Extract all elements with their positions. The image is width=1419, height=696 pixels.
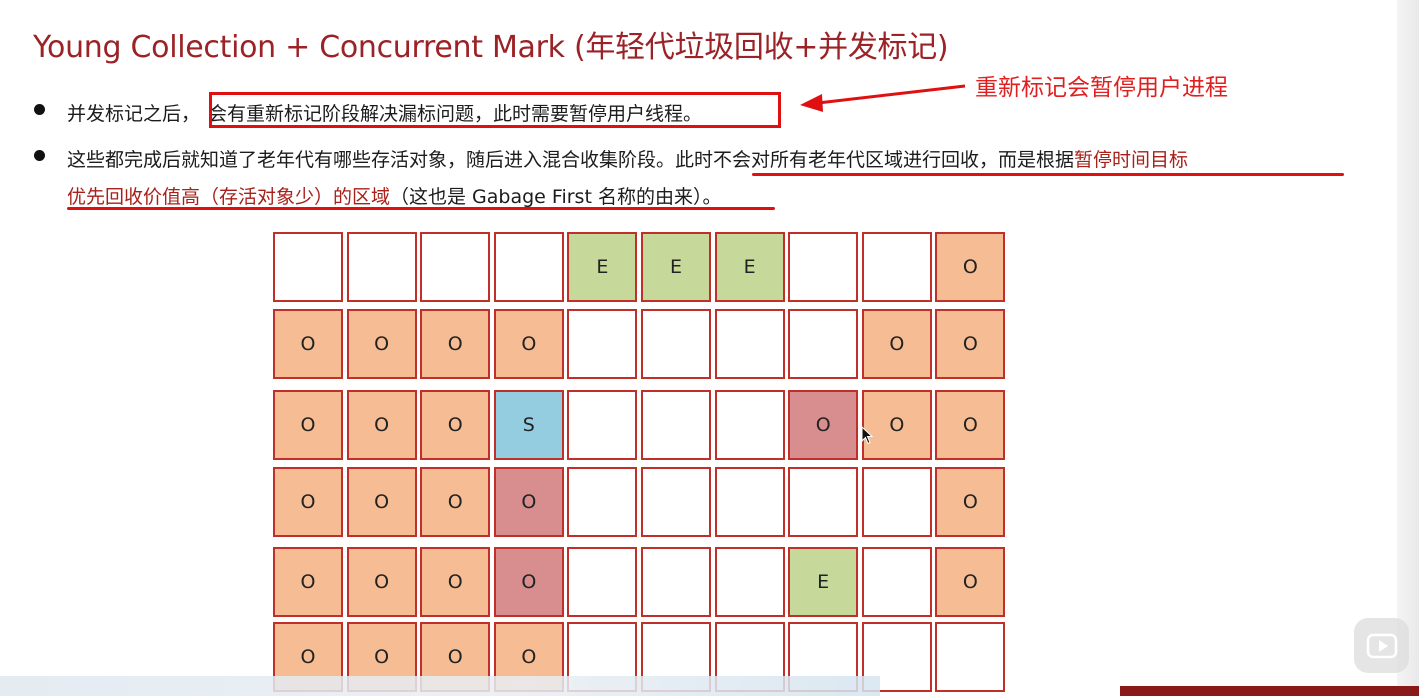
region-cell-empty	[567, 390, 638, 460]
region-cell-o: O	[861, 309, 932, 379]
bullet-2-line1-b: 此时不会对所有老年代区域进行回收，而是根据	[675, 149, 1075, 171]
region-cell-empty	[641, 309, 711, 379]
region-cell-empty	[567, 309, 638, 379]
bullet-dot	[34, 150, 45, 161]
region-cell-empty	[493, 232, 564, 302]
bullet-dot	[34, 104, 45, 115]
play-icon	[1366, 633, 1397, 658]
region-cell-o: O	[935, 309, 1006, 379]
region-cell-empty	[273, 232, 343, 302]
bullet-2-line2-b: （这也是 Gabage First 名称的由来）。	[390, 186, 722, 208]
region-cell-old-highlight: O	[493, 547, 564, 617]
region-cell-e: E	[567, 232, 638, 302]
region-cell-e: E	[788, 547, 859, 617]
region-cell-empty	[788, 467, 859, 537]
region-cell-empty	[861, 467, 932, 537]
region-cell-empty	[788, 232, 859, 302]
region-cell-empty	[935, 622, 1006, 692]
region-cell-o: O	[861, 390, 932, 460]
region-cell-empty	[714, 309, 785, 379]
region-cell-empty	[641, 467, 711, 537]
bullet-2-line2-a: 优先回收价值高（存活对象少）的区域	[67, 186, 391, 208]
region-cell-o: O	[420, 467, 491, 537]
region-cell-empty	[641, 547, 711, 617]
bullet-1-prefix: 并发标记之后，	[67, 103, 201, 125]
region-cell-o: O	[935, 467, 1006, 537]
bullet-2-line2: 优先回收价值高（存活对象少）的区域（这也是 Gabage First 名称的由来…	[67, 182, 721, 209]
region-cell-empty	[788, 309, 859, 379]
region-cell-o: O	[273, 390, 343, 460]
bottom-decoration	[0, 676, 880, 696]
region-cell-empty	[641, 390, 711, 460]
region-cell-o: O	[935, 547, 1006, 617]
page-title: Young Collection + Concurrent Mark (年轻代垃…	[33, 30, 949, 65]
region-cell-empty	[714, 547, 785, 617]
region-cell-empty	[861, 547, 932, 617]
region-cell-e: E	[714, 232, 785, 302]
region-cell-o: O	[493, 309, 564, 379]
region-cell-o: O	[273, 309, 343, 379]
region-cell-empty	[714, 467, 785, 537]
region-cell-o: O	[346, 547, 417, 617]
region-cell-o: O	[935, 232, 1006, 302]
underline-2	[67, 207, 775, 210]
bottom-bar	[1120, 686, 1419, 696]
region-cell-o: O	[346, 309, 417, 379]
bullet-2-line1-c: 暂停时间目标	[1074, 149, 1189, 171]
region-cell-empty	[420, 232, 491, 302]
region-cell-old-highlight: O	[493, 467, 564, 537]
region-cell-empty	[346, 232, 417, 302]
bullet-1-boxed: 会有重新标记阶段解决漏标问题，此时需要暂停用户线程。	[208, 103, 703, 125]
region-cell-empty	[567, 547, 638, 617]
region-cell-o: O	[273, 547, 343, 617]
region-cell-empty	[861, 232, 932, 302]
mouse-cursor-icon	[861, 426, 874, 445]
right-edge-panel	[1397, 0, 1419, 696]
region-cell-o: O	[420, 547, 491, 617]
bullet-2-line1-a: 这些都完成后就知道了老年代有哪些存活对象，随后进入混合收集阶段。	[67, 149, 676, 171]
region-cell-o: O	[346, 390, 417, 460]
region-cell-o: O	[420, 390, 491, 460]
region-cell-o: O	[420, 309, 491, 379]
bullet-2-line1: 这些都完成后就知道了老年代有哪些存活对象，随后进入混合收集阶段。此时不会对所有老…	[67, 145, 1188, 172]
region-cell-e: E	[641, 232, 711, 302]
region-cell-old-highlight: O	[788, 390, 859, 460]
region-cell-o: O	[935, 390, 1006, 460]
region-cell-empty	[567, 467, 638, 537]
annotation-text: 重新标记会暂停用户进程	[975, 75, 1228, 101]
highlight-box	[209, 92, 781, 128]
underline-1	[752, 173, 1344, 176]
region-cell-o: O	[346, 467, 417, 537]
region-cell-o: O	[273, 467, 343, 537]
region-cell-s: S	[493, 390, 564, 460]
region-cell-empty	[714, 390, 785, 460]
bullet-1-text: 并发标记之后， 会有重新标记阶段解决漏标问题，此时需要暂停用户线程。	[67, 99, 702, 126]
play-button[interactable]	[1354, 618, 1409, 673]
